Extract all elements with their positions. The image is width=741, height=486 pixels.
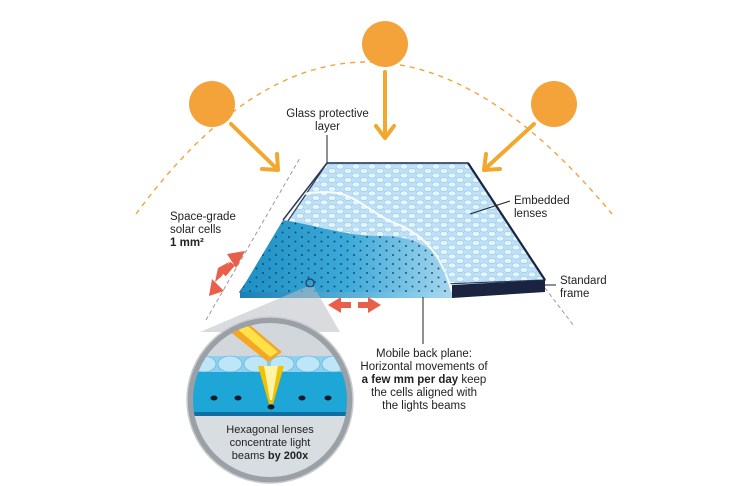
move-arrow-diagonal-icon	[209, 251, 245, 296]
sun-right-icon	[531, 81, 577, 127]
guide-line-left	[205, 157, 301, 321]
light-arrow-left-icon	[229, 122, 280, 172]
solar-panel	[238, 162, 547, 298]
magnifier-cone	[200, 287, 340, 332]
hexagonal-lenses-label: Hexagonal lenses concentrate light beams…	[226, 424, 314, 462]
light-arrow-right-icon	[482, 122, 536, 172]
mobile-back-plane-label: Mobile back plane: Horizontal movements …	[360, 348, 488, 412]
embedded-lenses-label: Embedded lenses	[514, 195, 570, 220]
move-arrow-horizontal-icon	[328, 297, 381, 313]
sun-left-icon	[189, 81, 235, 127]
sun-path-arc	[135, 61, 613, 215]
panel-front-edge	[240, 292, 452, 298]
standard-frame-label: Standard frame	[560, 275, 607, 300]
glass-layer-label: Glass protective layer	[286, 108, 369, 133]
standard-frame	[452, 280, 545, 298]
guide-line-right	[544, 287, 575, 327]
solar-cells-label: Space-grade solar cells 1 mm²	[170, 211, 236, 249]
light-arrow-center-icon	[374, 70, 396, 140]
sun-top-icon	[362, 21, 408, 67]
hexagonal-lens-magnifier	[186, 316, 354, 484]
